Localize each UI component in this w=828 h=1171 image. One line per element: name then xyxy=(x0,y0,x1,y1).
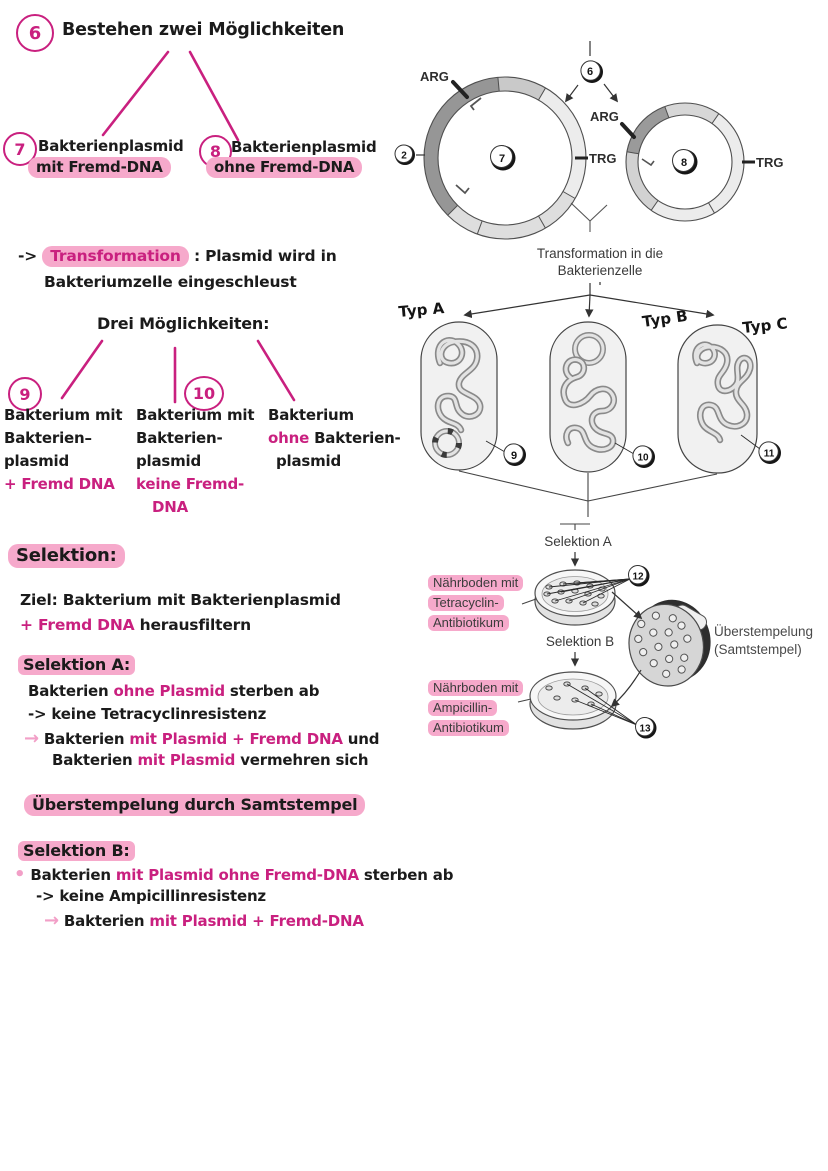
transformation-line1: -> Transformation : Plasmid wird in xyxy=(18,246,337,267)
number-ball-7: 7 xyxy=(490,145,516,171)
selektion-a-line2: -> keine Tetracyclinresistenz xyxy=(28,705,267,723)
number-ball-2: 2 xyxy=(394,144,425,165)
item7-title: Bakterienplasmid xyxy=(38,137,184,155)
plasmid-ring-large xyxy=(423,76,587,240)
plasmid-diagram: 6 ARG TRG xyxy=(394,41,783,285)
arg-label-left: ARG xyxy=(420,69,449,84)
selektion-heading: Selektion: xyxy=(8,544,125,568)
circled-number-10: 10 xyxy=(184,376,224,411)
trg-label-right: TRG xyxy=(756,155,783,170)
option9-text: Bakterium mit Bakterien– plasmid + Fremd… xyxy=(4,406,123,493)
typ-c-label: Typ C xyxy=(742,314,789,337)
selektion-b-line2: -> keine Ampicillinresistenz xyxy=(36,887,266,905)
number-ball-6: 6 xyxy=(580,60,603,83)
pink-arrow-icon: → xyxy=(44,910,59,931)
pink-arrow-icon: → xyxy=(24,728,39,749)
medium-label-ampicillin: Nährboden mit Ampicillin- Antibiotikum xyxy=(428,678,524,738)
svg-text:10: 10 xyxy=(637,453,649,464)
bullet-icon: • xyxy=(14,864,26,885)
ziel-line2: + Fremd DNA herausfiltern xyxy=(20,616,251,634)
number-ball-10: 10 xyxy=(632,445,655,468)
bacterium-typ-a xyxy=(420,321,498,471)
merge-lines xyxy=(570,202,608,232)
selektion-a-line4: Bakterien mit Plasmid vermehren sich xyxy=(52,751,369,769)
branch-lines-6-to-7-8 xyxy=(101,50,240,142)
selection-diagram: Selektion A xyxy=(517,523,711,739)
selektion-a-line3: → Bakterien mit Plasmid + Fremd DNA und xyxy=(24,728,380,749)
selektion-a-step-label: Selektion A xyxy=(544,534,612,549)
ueberstempelung-heading: Überstempelung durch Samtstempel xyxy=(24,794,366,816)
selektion-b-line3: → Bakterien mit Plasmid + Fremd-DNA xyxy=(44,910,364,931)
circled-number-7: 7 xyxy=(3,132,37,166)
transformation-keyword: Transformation xyxy=(42,246,189,267)
item8-title: Bakterienplasmid xyxy=(231,138,377,156)
transformation-line2: Bakteriumzelle eingeschleust xyxy=(44,273,297,291)
branch-lines-three-options xyxy=(60,339,296,404)
item8-tag: ohne Fremd-DNA xyxy=(206,157,363,178)
svg-text:2: 2 xyxy=(401,151,407,162)
selektion-a-line1: Bakterien ohne Plasmid sterben ab xyxy=(28,682,320,700)
number-ball-8: 8 xyxy=(672,149,698,175)
spread-arrows xyxy=(463,283,715,319)
bacteria-types-diagram: Typ A Typ B Typ C 9 xyxy=(398,283,789,517)
ziel-line1: Ziel: Bakterium mit Bakterienplasmid xyxy=(20,591,341,609)
petri-dish-ampicillin xyxy=(529,671,638,730)
selektion-b-step-label: Selektion B xyxy=(546,634,614,649)
svg-text:12: 12 xyxy=(632,572,644,583)
tick-mark xyxy=(560,523,590,530)
heading-three-possibilities: Drei Möglichkeiten: xyxy=(97,314,270,333)
typ-a-label: Typ A xyxy=(398,299,446,321)
fan-lines-12 xyxy=(546,578,631,604)
option11-text: Bakterium ohne Bakterien- plasmid xyxy=(268,406,401,470)
petri-dish-tetracyclin xyxy=(534,569,631,626)
stamp-label: Überstempelung (Samtstempel) xyxy=(714,624,814,657)
typ-b-label: Typ B xyxy=(641,307,689,331)
heading-two-possibilities: Bestehen zwei Möglichkeiten xyxy=(62,20,345,40)
bacterium-typ-b xyxy=(549,321,627,473)
svg-text:13: 13 xyxy=(639,724,651,735)
svg-text:6: 6 xyxy=(587,66,593,78)
number-ball-13: 13 xyxy=(635,717,657,739)
converge-lines xyxy=(458,470,718,517)
trg-label-left: TRG xyxy=(589,151,616,166)
circled-number-6: 6 xyxy=(16,14,54,52)
option10-text: Bakterium mit Bakterien- plasmid keine F… xyxy=(136,406,255,516)
velvet-stamp xyxy=(628,599,711,687)
svg-text:11: 11 xyxy=(764,449,775,460)
transformation-caption-line2: Bakterienzelle xyxy=(558,263,643,278)
circled-number-9: 9 xyxy=(8,377,42,411)
svg-text:8: 8 xyxy=(681,157,687,169)
medium-label-tetracyclin: Nährboden mit Tetracyclin- Antibiotikum xyxy=(428,573,524,633)
selektion-b-heading: Selektion B: xyxy=(18,841,135,861)
svg-text:9: 9 xyxy=(511,450,517,462)
number-ball-9: 9 xyxy=(503,443,526,466)
arg-label-right: ARG xyxy=(590,109,619,124)
svg-text:7: 7 xyxy=(499,153,505,165)
stamp-dots xyxy=(634,611,692,678)
selektion-a-heading: Selektion A: xyxy=(18,655,136,675)
transformation-caption-line1: Transformation in die xyxy=(537,246,663,261)
number-ball-11: 11 xyxy=(758,441,781,464)
item7-tag: mit Fremd-DNA xyxy=(28,157,171,178)
selektion-b-line1: • Bakterien mit Plasmid ohne Fremd-DNA s… xyxy=(14,864,454,885)
bacterium-typ-c xyxy=(677,324,758,474)
number-ball-12: 12 xyxy=(628,565,650,587)
